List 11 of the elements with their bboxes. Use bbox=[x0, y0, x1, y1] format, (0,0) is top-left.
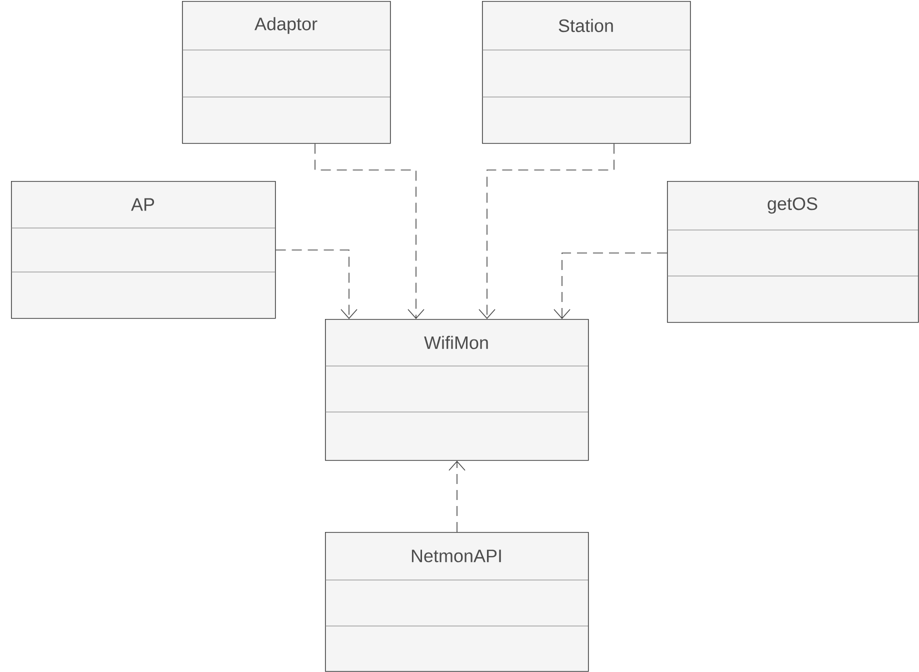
class-box: NetmonAPI bbox=[324, 532, 589, 672]
dependency-arrow bbox=[314, 143, 424, 319]
class-box: Adaptor bbox=[182, 1, 391, 144]
class-box: AP bbox=[10, 181, 276, 319]
class-box: getOS bbox=[666, 181, 919, 323]
dependency-arrow bbox=[554, 252, 668, 319]
dependency-arrow bbox=[478, 143, 614, 319]
dependency-arrow bbox=[448, 460, 466, 532]
class-box: WifiMon bbox=[324, 319, 589, 461]
class-box: Station bbox=[482, 1, 691, 144]
dependency-arrow bbox=[275, 250, 358, 319]
